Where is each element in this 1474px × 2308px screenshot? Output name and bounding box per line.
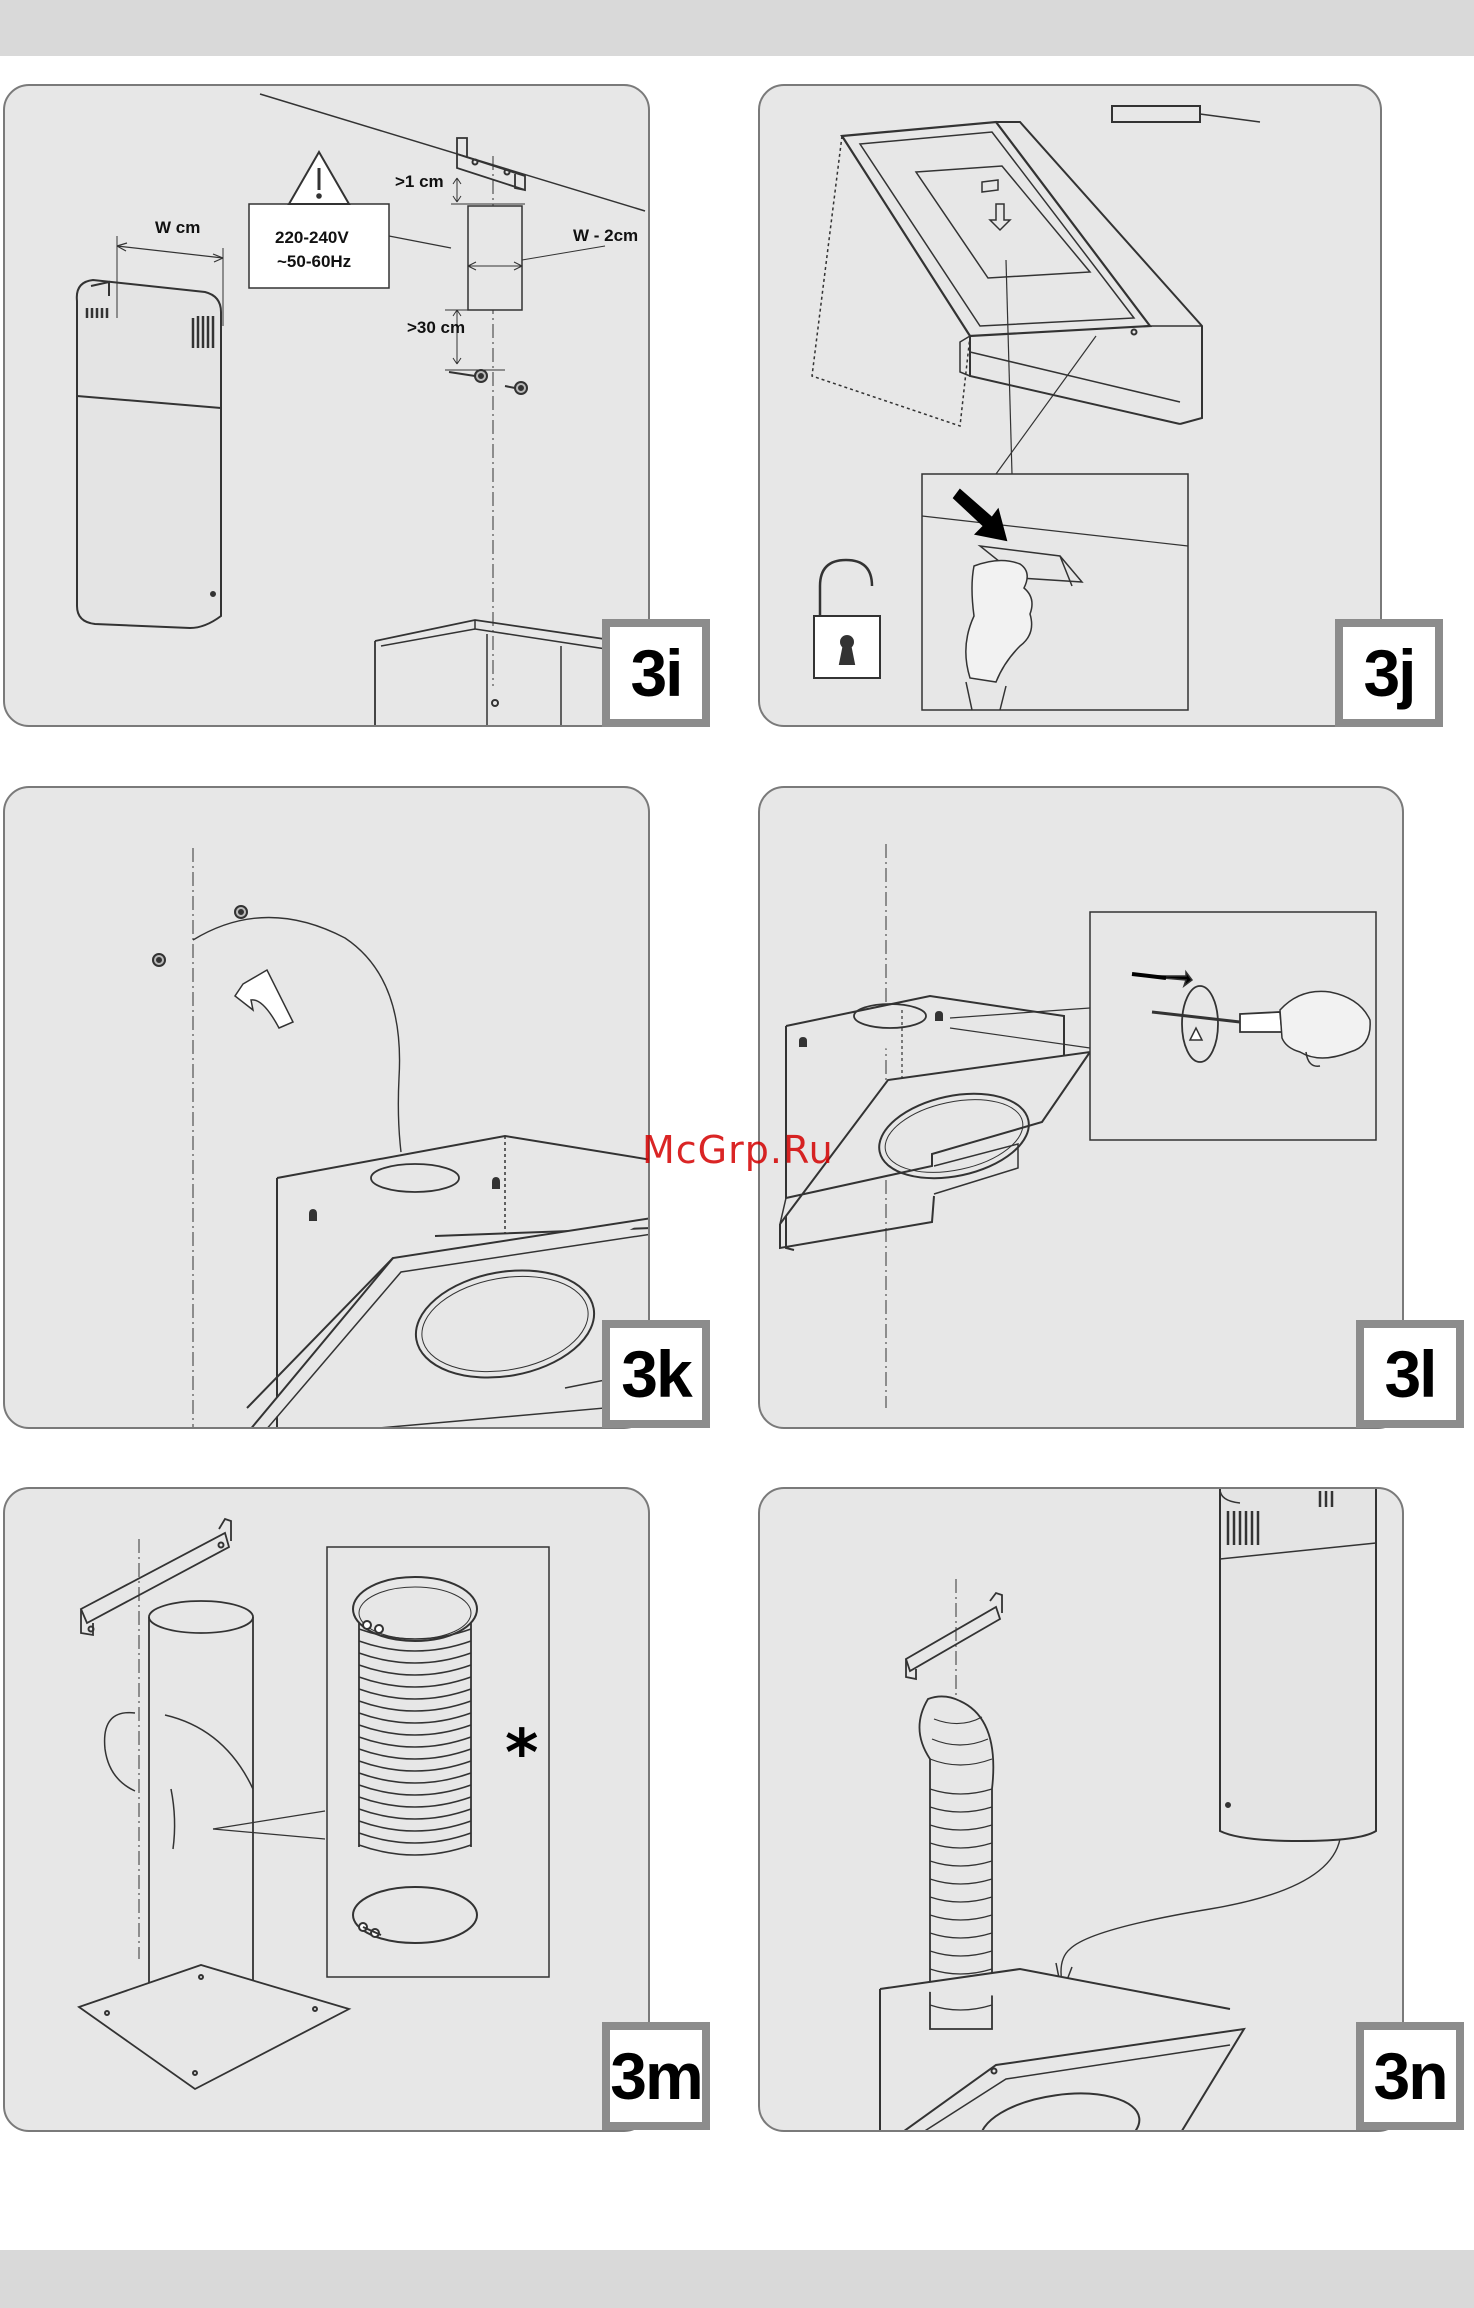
step-badge-3n: 3n — [1356, 2022, 1464, 2130]
step-panel-3n — [758, 1487, 1404, 2132]
illustration-3k — [5, 788, 650, 1429]
gap-side-label: W - 2cm — [573, 226, 638, 246]
illustration-3j — [760, 86, 1382, 727]
step-panel-3k — [3, 786, 650, 1429]
step-badge-3l-text: 3l — [1364, 1328, 1456, 1420]
illustration-3m — [5, 1489, 650, 2132]
voltage-label: 220-240V — [275, 228, 349, 248]
step-badge-3i: 3i — [602, 619, 710, 727]
width-label: W cm — [155, 218, 200, 238]
bottom-band — [0, 2250, 1474, 2308]
step-badge-3k: 3k — [602, 1320, 710, 1428]
watermark: McGrp.Ru — [642, 1128, 834, 1172]
step-badge-3j: 3j — [1335, 619, 1443, 727]
step-panel-3i: W cm 220-240V ~50-60Hz >1 cm W - 2cm >30… — [3, 84, 650, 727]
step-badge-3m-text: 3m — [610, 2030, 702, 2122]
frequency-label: ~50-60Hz — [277, 252, 351, 272]
step-badge-3j-text: 3j — [1343, 627, 1435, 719]
step-badge-3i-text: 3i — [610, 627, 702, 719]
illustration-3i — [5, 86, 650, 727]
gap-bottom-label: >30 cm — [407, 318, 465, 338]
step-badge-3n-text: 3n — [1364, 2030, 1456, 2122]
step-badge-3k-text: 3k — [610, 1328, 702, 1420]
gap-top-label: >1 cm — [395, 172, 444, 192]
optional-part-mark: * — [505, 1717, 538, 1791]
step-panel-3j — [758, 84, 1382, 727]
illustration-3l — [760, 788, 1404, 1429]
step-panel-3m: * — [3, 1487, 650, 2132]
illustration-3n — [760, 1489, 1404, 2132]
step-badge-3m: 3m — [602, 2022, 710, 2130]
step-panel-3l — [758, 786, 1404, 1429]
step-badge-3l: 3l — [1356, 1320, 1464, 1428]
top-band — [0, 0, 1474, 56]
